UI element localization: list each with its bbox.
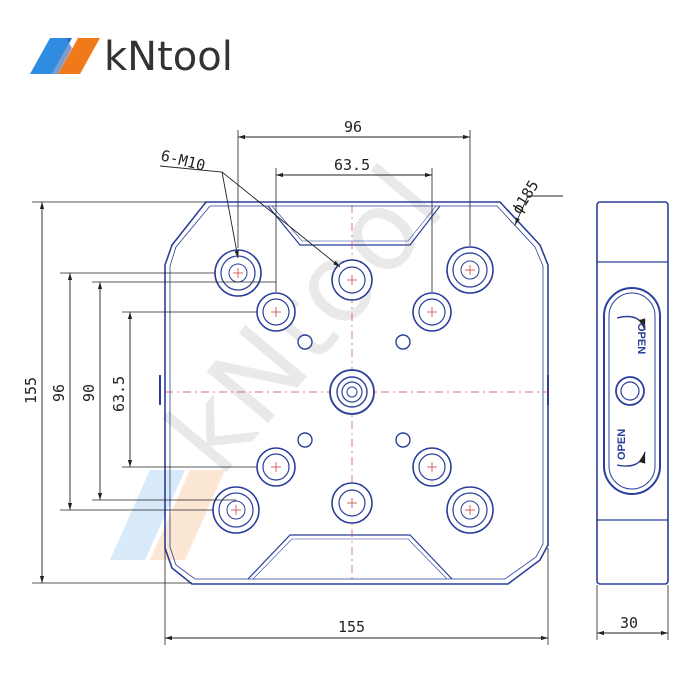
logo-blue-mark: [30, 38, 72, 74]
pin-hole-4: [395, 432, 411, 448]
main-plate: [159, 201, 549, 585]
dim-text-96-left: 96: [50, 384, 68, 402]
holes: [212, 246, 494, 534]
top-slot: [267, 205, 441, 246]
dimension-lines: [39, 134, 668, 641]
brand-name: kNtool: [104, 34, 233, 80]
dim-text-diameter: ϕ185: [508, 177, 542, 217]
hole-center-bottom: [331, 482, 373, 524]
side-release-panel: [603, 287, 661, 495]
open-arrow-bottom: [616, 451, 646, 467]
logo-dark-overlap: [52, 38, 72, 74]
side-center-bolt: [615, 376, 645, 406]
dim-text-30-bottom: 30: [620, 614, 638, 632]
dim-text-90-left: 90: [80, 384, 98, 402]
hole-top-right: [446, 246, 494, 294]
hole-center-top: [331, 259, 373, 301]
extension-lines: [32, 130, 669, 645]
dim-text-96-top: 96: [344, 118, 362, 136]
pin-hole-3: [297, 432, 313, 448]
dim-text-155-bottom: 155: [338, 618, 365, 636]
watermark-blue-mark: [110, 470, 185, 560]
plate-inner-outline: [169, 205, 544, 580]
hole-bottom-left: [212, 486, 260, 534]
bottom-slot: [247, 534, 453, 580]
watermark: kNtool: [110, 143, 468, 560]
center-hub: [329, 369, 375, 415]
hole-inner-upper-right: [412, 292, 452, 332]
side-view: [596, 201, 669, 585]
top-slot-inner: [271, 205, 437, 242]
open-arrow-top: [616, 315, 646, 331]
kntool-logo: [30, 38, 100, 74]
dim-text-63-top: 63.5: [334, 156, 370, 174]
pin-hole-2: [395, 334, 411, 350]
watermark-orange-mark: [150, 470, 225, 560]
hole-inner-lower-right: [412, 447, 452, 487]
hole-bottom-right: [446, 486, 494, 534]
dim-text-6-m10: 6-M10: [159, 146, 207, 174]
logo-orange-mark: [58, 38, 100, 74]
bottom-slot-inner: [252, 538, 448, 580]
side-open-label-top: OPEN: [635, 323, 647, 354]
hole-inner-lower-left: [256, 447, 296, 487]
side-body: [596, 201, 669, 585]
leader-diameter: [514, 195, 563, 226]
hole-inner-upper-left: [256, 292, 296, 332]
plate-outline: [164, 201, 549, 585]
pin-hole-1: [297, 334, 313, 350]
dim-text-155-left: 155: [22, 377, 40, 404]
side-open-label-bottom: OPEN: [616, 429, 628, 460]
dim-text-63-left: 63.5: [110, 376, 128, 412]
